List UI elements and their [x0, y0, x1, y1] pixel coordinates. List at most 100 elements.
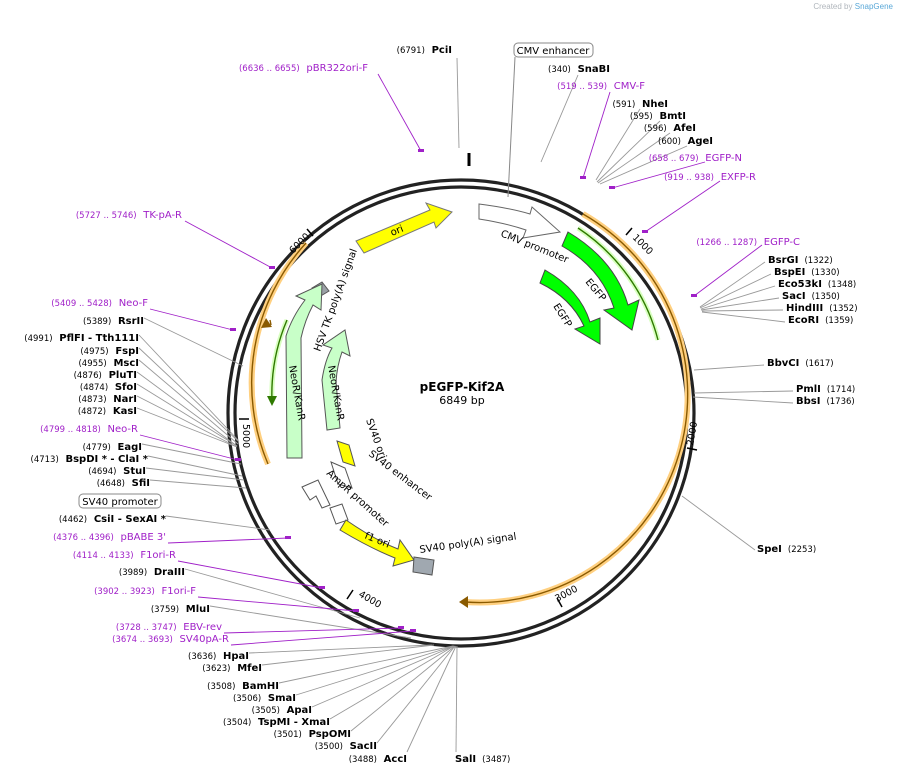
primer-mark	[398, 626, 404, 629]
site-name: AfeI	[673, 123, 696, 134]
site-position: (1617)	[805, 359, 833, 369]
site-name: AccI	[384, 754, 407, 765]
primer-label: (4376 .. 4396) pBABE 3'	[53, 532, 166, 543]
restriction-site-label: (4713) BspDI * - ClaI *	[31, 454, 149, 465]
restriction-site-label: (4991) PflFI - Tth111I	[24, 333, 139, 344]
restriction-site-label: (4648) SfiI	[97, 478, 150, 489]
restriction-site-label: (4874) SfoI	[80, 382, 137, 393]
restriction-site-label: (596) AfeI	[644, 123, 696, 134]
site-name: SnaBI	[578, 64, 610, 75]
neo-orf-arc-core	[271, 319, 288, 403]
feature-ori	[355, 202, 453, 254]
site-leader	[278, 645, 454, 684]
plasmid-size: 6849 bp	[439, 394, 484, 407]
feature-ampr-promoter	[301, 479, 331, 509]
feature-sv40-ori	[336, 440, 356, 467]
site-position: (4876)	[74, 371, 105, 381]
site-labels: (6791) PciI(340) SnaBI(591) NheI(595) Bm…	[24, 45, 857, 765]
site-position: (4975)	[80, 347, 111, 357]
tick-2000: 2000	[685, 421, 700, 447]
label-sv40-polya: SV40 poly(A) signal	[419, 531, 517, 555]
primer-label: (658 .. 679) EGFP-N	[649, 153, 742, 164]
primer-label: (4799 .. 4818) Neo-R	[40, 424, 138, 435]
primer-label: (1266 .. 1287) EGFP-C	[696, 237, 800, 248]
site-name: BbsI	[796, 396, 820, 407]
site-leader	[701, 311, 786, 323]
site-position: (4991)	[24, 334, 55, 344]
site-leader	[136, 383, 238, 447]
label-sv40-enhancer: SV40 enhancer	[366, 449, 434, 504]
site-name: PflFI - Tth111I	[59, 333, 139, 344]
site-leader	[329, 645, 455, 720]
cmv-enhancer-box	[513, 42, 594, 58]
tick-2000-mark	[686, 447, 698, 451]
primer-position: (919 .. 938)	[664, 173, 717, 183]
primer-mark	[319, 586, 325, 589]
restriction-site-label: (595) BmtI	[630, 111, 686, 122]
primer-leader	[223, 627, 402, 634]
restriction-site-label: (3623) MfeI	[202, 663, 262, 674]
site-leader	[700, 297, 780, 311]
restriction-site-label: (3508) BamHI	[207, 681, 279, 692]
site-position: (3759)	[151, 605, 182, 615]
site-leader	[295, 645, 455, 696]
primer-marks	[230, 149, 697, 632]
site-position: (6791)	[397, 46, 428, 56]
orf-arc-left2	[269, 319, 272, 326]
primer-name: F1ori-R	[140, 550, 176, 561]
site-position: (4872)	[78, 407, 109, 417]
site-leader	[701, 309, 784, 312]
restriction-site-label: (3636) HpaI	[188, 651, 249, 662]
primer-mark	[691, 294, 697, 297]
site-position: (4955)	[78, 359, 109, 369]
primer-mark	[609, 186, 615, 189]
primer-position: (4114 .. 4133)	[73, 551, 136, 561]
primer-leader	[644, 180, 721, 233]
feature-neor-1	[285, 283, 323, 459]
primer-name: Neo-R	[108, 424, 139, 435]
tick-4000: 4000	[357, 589, 383, 611]
cmv-enhancer-label: CMV enhancer	[517, 46, 591, 57]
restriction-site-label: (3488) AccI	[349, 754, 407, 765]
primer-mark	[410, 629, 416, 632]
site-name: SacI	[782, 291, 806, 302]
primer-label: (6636 .. 6655) pBR322ori-F	[239, 63, 368, 74]
restriction-site-label: (591) NheI	[612, 99, 668, 110]
site-name: AgeI	[688, 136, 713, 147]
feature-sv40-polya	[412, 556, 435, 576]
site-name: RsrII	[118, 316, 144, 327]
site-position: (5389)	[83, 317, 114, 327]
restriction-site-label: (4955) MscI	[78, 358, 139, 369]
primer-position: (5409 .. 5428)	[51, 299, 114, 309]
restriction-site-label: (4873) NarI	[78, 394, 137, 405]
site-leader	[209, 605, 412, 639]
primer-leader	[184, 220, 273, 269]
site-position: (3989)	[119, 568, 150, 578]
primer-name: F1ori-F	[162, 586, 197, 597]
site-name: BspEI	[774, 267, 805, 278]
site-leader	[141, 443, 242, 465]
site-position: (3500)	[315, 742, 346, 752]
site-position: (340)	[548, 65, 574, 75]
feature-neor-2	[321, 329, 351, 431]
restriction-site-label: (3500) SacII	[315, 741, 377, 752]
site-position: (595)	[630, 112, 656, 122]
restriction-site-label: (600) AgeI	[658, 136, 713, 147]
site-name: KasI	[113, 406, 137, 417]
restriction-site-label: SalI(3487)	[455, 754, 510, 765]
restriction-site-label: HindIII(1352)	[786, 303, 858, 314]
primer-name: Neo-F	[119, 298, 149, 309]
neo-orf-arrow	[267, 396, 277, 406]
site-name: DraIII	[154, 567, 185, 578]
primer-label: (5727 .. 5746) TK-pA-R	[76, 210, 182, 221]
restriction-site-label: (4876) PluTI	[74, 370, 137, 381]
site-position: (3623)	[202, 664, 233, 674]
primer-mark	[580, 176, 586, 179]
site-position: (3508)	[207, 682, 238, 692]
primer-leader	[167, 537, 289, 544]
site-position: (600)	[658, 137, 684, 147]
primer-leader	[377, 73, 422, 152]
site-name: EagI	[118, 442, 142, 453]
site-name: MluI	[186, 604, 210, 615]
restriction-site-label: SpeI(2253)	[757, 544, 816, 555]
